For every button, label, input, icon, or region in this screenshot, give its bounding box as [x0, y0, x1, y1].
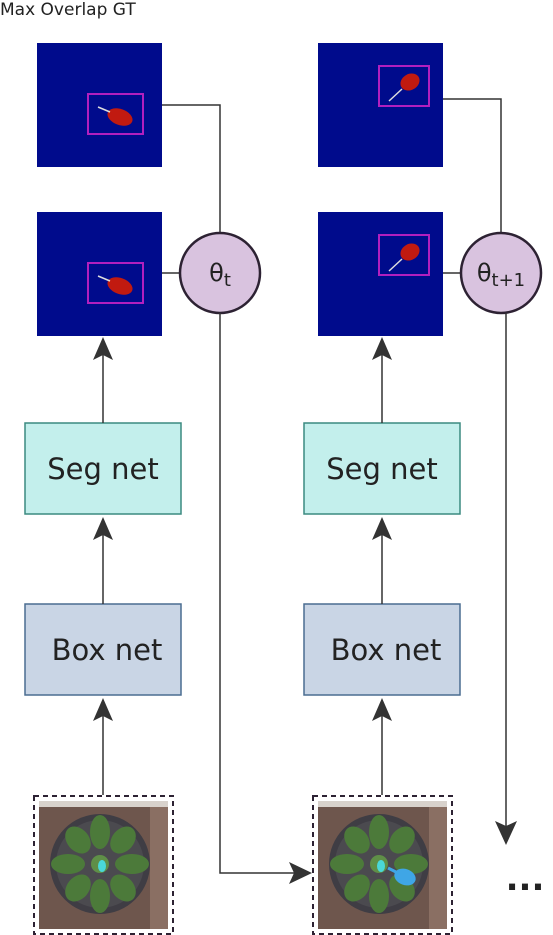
arrow-up-icon — [93, 517, 113, 540]
seg-net-box-col1: Seg net — [24, 422, 182, 515]
connector-gt-to-theta-col1 — [162, 104, 221, 233]
leaf-mask-icon — [97, 106, 133, 126]
arrow-up-icon — [93, 337, 113, 360]
gt-mask-image-col2 — [318, 43, 443, 167]
svg-text:θt: θt — [209, 259, 231, 291]
theta-node-col1: θt — [178, 231, 262, 315]
arrow-down-icon — [495, 821, 517, 845]
box-net-box-col2: Box net — [303, 603, 461, 696]
plant-image-col2 — [312, 795, 453, 935]
leaf-mask-icon — [388, 73, 420, 102]
predicted-mask-image-col1 — [37, 212, 162, 336]
seg-net-box-col2: Seg net — [303, 422, 461, 515]
theta-subscript: t+1 — [492, 270, 526, 291]
diagram-title: Max Overlap GT — [0, 0, 136, 20]
svg-text:θt+1: θt+1 — [477, 259, 525, 291]
connector-gt-to-theta-col2 — [443, 98, 502, 233]
arrow-up-icon — [93, 698, 113, 721]
theta-symbol: θ — [209, 259, 224, 287]
arrow-to-next-image-icon — [289, 862, 312, 884]
theta-symbol: θ — [477, 259, 492, 287]
arrow-up-icon — [372, 337, 392, 360]
box-net-label: Box net — [52, 633, 163, 667]
seg-net-label: Seg net — [326, 452, 437, 486]
gt-mask-image-col1 — [37, 43, 162, 167]
seg-net-label: Seg net — [47, 452, 158, 486]
box-net-box-col1: Box net — [24, 603, 182, 696]
theta-subscript: t — [224, 270, 231, 291]
box-net-label: Box net — [331, 633, 442, 667]
theta-node-col2: θt+1 — [459, 231, 543, 315]
predicted-mask-image-col2 — [318, 212, 443, 336]
arrow-up-icon — [372, 698, 392, 721]
arrow-up-icon — [372, 517, 392, 540]
ellipsis-continuation: ... — [506, 859, 545, 899]
connector-theta-to-next-image — [219, 313, 296, 874]
plant-image-col1 — [33, 795, 174, 935]
leaf-mask-icon — [388, 243, 420, 272]
leaf-mask-icon — [97, 275, 133, 295]
